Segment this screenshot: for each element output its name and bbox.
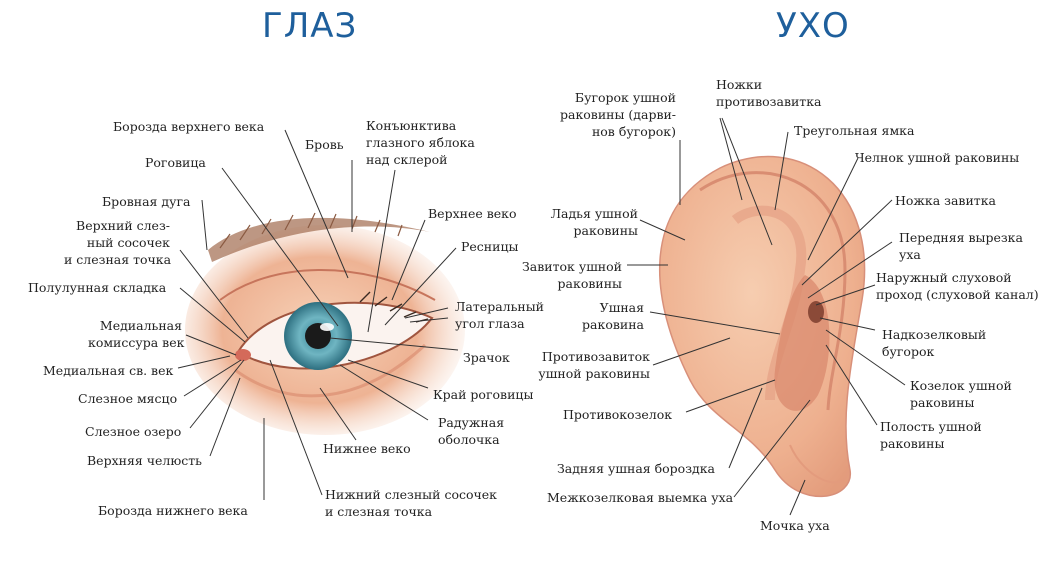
- label-iris: Радужная оболочка: [438, 415, 505, 447]
- label-conjunctiva: Конъюнктива глазного яблока над склерой: [366, 118, 475, 167]
- label-upper-lid-furrow: Борозда верхнего века: [113, 119, 265, 134]
- label-scapha: Ладья ушной раковины: [550, 206, 638, 238]
- label-intertragic-notch: Межкозелковая выемка уха: [547, 490, 734, 505]
- label-tragus: Козелок ушной раковины: [910, 378, 1012, 410]
- label-supratragic: Надкозелковый бугорок: [882, 327, 987, 359]
- label-medial-commissure-short: Медиальная св. век: [43, 363, 174, 378]
- label-posterior-furrow: Задняя ушная бороздка: [557, 461, 715, 476]
- helix-rim: [699, 171, 847, 411]
- label-lashes: Ресницы: [461, 239, 519, 254]
- label-maxilla: Верхняя челюсть: [87, 453, 202, 468]
- pupil-highlight: [320, 323, 334, 331]
- ear-title: УХО: [776, 6, 850, 46]
- ear-leader-lines: [627, 117, 906, 516]
- lower-lid-shadow: [234, 343, 427, 398]
- label-pupil: Зрачок: [463, 350, 510, 365]
- label-lower-lid-furrow: Борозда нижнего века: [98, 503, 248, 518]
- label-lateral-angle: Латеральный угол глаза: [455, 299, 545, 331]
- label-brow: Бровь: [305, 137, 344, 152]
- eye-leader-lines: [177, 129, 459, 500]
- label-brow-ridge: Бровная дуга: [102, 194, 191, 209]
- label-semilunar-fold: Полулунная складка: [28, 280, 167, 295]
- label-antihelix: Противозавиток ушной раковины: [538, 349, 650, 381]
- label-cymba: Челнок ушной раковины: [855, 150, 1020, 165]
- label-lower-papilla: Нижний слезный сосочек и слезная точка: [325, 487, 497, 519]
- label-cornea-edge: Край роговицы: [433, 387, 534, 402]
- eyebrow-hairs: [219, 212, 403, 249]
- label-triangular-fossa: Треугольная ямка: [794, 123, 915, 138]
- eyebrow: [208, 217, 430, 262]
- label-lower-lid: Нижнее веко: [323, 441, 411, 456]
- label-auricle: Ушная раковина: [582, 300, 644, 332]
- caruncle-shape: [235, 349, 251, 361]
- label-antitragus: Противокозелок: [563, 407, 673, 422]
- eye-illustration: [185, 212, 465, 435]
- upper-lid-fold: [219, 269, 436, 301]
- label-antihelix-crura: Ножки противозавитка: [716, 77, 822, 109]
- label-crus-helix: Ножка завитка: [895, 193, 996, 208]
- label-helix: Завиток ушной раковины: [522, 259, 622, 291]
- label-anterior-notch: Передняя вырезка уха: [899, 230, 1023, 262]
- label-ear-canal: Наружный слуховой проход (слуховой канал…: [876, 270, 1039, 302]
- ear-outline: [658, 155, 866, 497]
- lobule-shade: [789, 444, 849, 484]
- ear-illustration: [658, 155, 866, 497]
- label-medial-commissure: Медиальная комиссура век: [88, 318, 185, 350]
- label-upper-lid: Верхнее веко: [428, 206, 517, 221]
- antihelix-ridge: [731, 205, 807, 401]
- label-lobule: Мочка уха: [760, 518, 830, 533]
- label-upper-papilla: Верхний слез- ный сосочек и слезная точк…: [64, 218, 172, 267]
- label-cornea: Роговица: [145, 155, 206, 170]
- eye-title: ГЛАЗ: [262, 6, 358, 46]
- label-caruncle: Слезное мясцо: [78, 391, 178, 406]
- eyelashes: [359, 291, 429, 323]
- label-lacrimal-lake: Слезное озеро: [85, 424, 182, 439]
- label-darwin-tubercle: Бугорок ушной раковины (дарви- нов бугор…: [560, 90, 677, 139]
- label-concha-cavity: Полость ушной раковины: [880, 419, 982, 451]
- ear-canal-shape: [808, 301, 824, 323]
